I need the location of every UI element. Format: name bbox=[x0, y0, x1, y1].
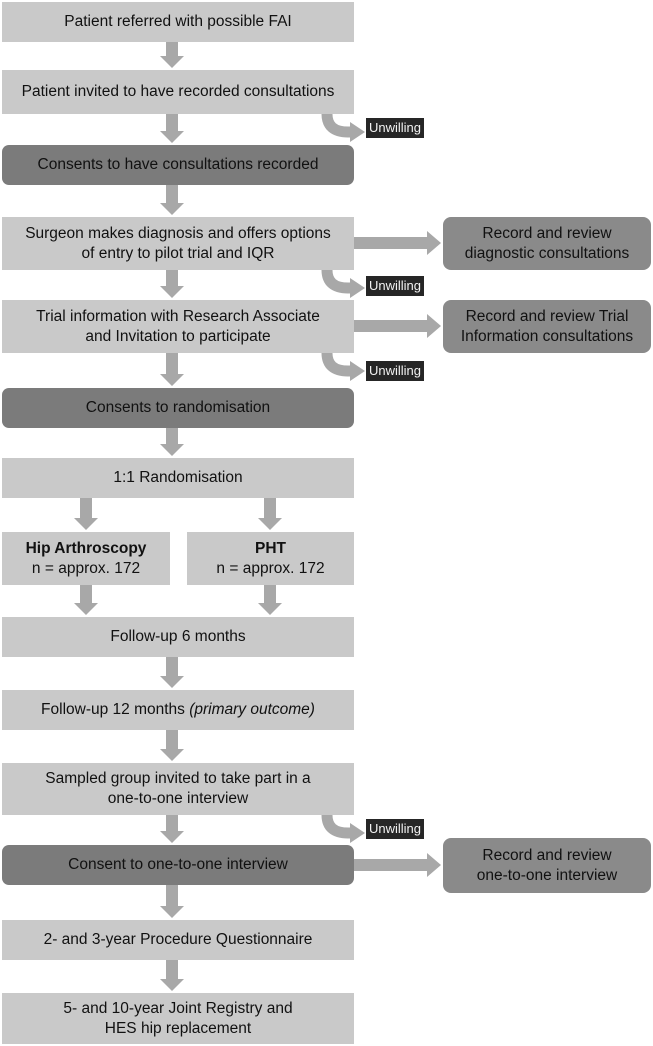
label: 1:1 Randomisation bbox=[113, 469, 243, 486]
arrow-right-icon bbox=[354, 231, 441, 255]
box-diagnosis: Surgeon makes diagnosis and offers optio… bbox=[2, 217, 354, 270]
box-questionnaire: 2- and 3-year Procedure Questionnaire bbox=[2, 920, 354, 960]
arrow-down-icon bbox=[160, 960, 184, 991]
arrow-down-icon bbox=[74, 498, 98, 530]
label: diagnostic consultations bbox=[464, 244, 630, 262]
arrow-head-icon bbox=[350, 361, 365, 381]
curved-arrow-icon bbox=[321, 352, 352, 377]
label: of entry to pilot trial and IQR bbox=[81, 244, 275, 262]
label: Surgeon makes diagnosis and offers optio… bbox=[25, 224, 331, 242]
label: and Invitation to participate bbox=[85, 327, 271, 345]
label-italic: (primary outcome) bbox=[189, 701, 315, 718]
label: Follow-up 12 months bbox=[41, 701, 190, 718]
label: Patient invited to have recorded consult… bbox=[21, 83, 335, 100]
box-randomisation: 1:1 Randomisation bbox=[2, 458, 354, 498]
curved-arrow-icon bbox=[321, 814, 352, 839]
arrow-down-icon bbox=[160, 185, 184, 215]
unwilling-label: Unwilling bbox=[366, 276, 425, 296]
label: Follow-up 6 months bbox=[110, 628, 246, 645]
label: 5- and 10-year Joint Registry and bbox=[63, 999, 293, 1017]
label: one-to-one interview bbox=[107, 790, 249, 807]
box-followup-12: Follow-up 12 months (primary outcome) bbox=[2, 690, 354, 730]
unwilling-label: Unwilling bbox=[366, 819, 425, 839]
box-referred: Patient referred with possible FAI bbox=[2, 2, 354, 42]
side-box-interview: Record and review one-to-one interview bbox=[443, 838, 651, 893]
label: 2- and 3-year Procedure Questionnaire bbox=[43, 931, 313, 948]
arrow-down-icon bbox=[258, 498, 282, 530]
arrow-down-icon bbox=[160, 114, 184, 143]
arrow-head-icon bbox=[350, 122, 365, 142]
arm-title: PHT bbox=[255, 539, 286, 557]
label: Patient referred with possible FAI bbox=[64, 13, 292, 30]
label: Consents to randomisation bbox=[85, 399, 271, 416]
label: Record and review bbox=[482, 224, 612, 242]
unwilling-label: Unwilling bbox=[366, 361, 425, 381]
box-arm-pht: PHT n = approx. 172 bbox=[187, 532, 354, 585]
box-consent-randomisation: Consents to randomisation bbox=[2, 388, 354, 428]
arrow-head-icon bbox=[350, 823, 365, 843]
arm-n: n = approx. 172 bbox=[216, 559, 325, 577]
arrow-right-icon bbox=[354, 314, 441, 338]
box-consent-interview: Consent to one-to-one interview bbox=[2, 845, 354, 885]
label: Sampled group invited to take part in a bbox=[45, 770, 311, 787]
box-sampled-group: Sampled group invited to take part in a o… bbox=[2, 763, 354, 815]
arrow-head-icon bbox=[350, 278, 365, 298]
curved-arrow-icon bbox=[321, 113, 352, 138]
label: Information consultations bbox=[460, 327, 634, 345]
box-consent-recorded: Consents to have consultations recorded bbox=[2, 145, 354, 185]
arrow-down-icon bbox=[160, 730, 184, 761]
arrow-down-icon bbox=[160, 885, 184, 918]
arrow-right-icon bbox=[354, 853, 441, 877]
arrow-down-icon bbox=[160, 428, 184, 456]
label: Consent to one-to-one interview bbox=[68, 856, 288, 873]
box-followup-6: Follow-up 6 months bbox=[2, 617, 354, 657]
unwilling-label: Unwilling bbox=[366, 118, 425, 138]
arrow-down-icon bbox=[160, 270, 184, 298]
label: one-to-one interview bbox=[476, 866, 618, 884]
arrow-down-icon bbox=[258, 585, 282, 615]
box-trial-info: Trial information with Research Associat… bbox=[2, 300, 354, 353]
curved-arrow-icon bbox=[321, 269, 352, 294]
arrow-down-icon bbox=[160, 353, 184, 386]
box-arm-hip-arthroscopy: Hip Arthroscopy n = approx. 172 bbox=[2, 532, 170, 585]
label: Consents to have consultations recorded bbox=[37, 156, 319, 173]
arrow-down-icon bbox=[160, 815, 184, 843]
label: Record and review Trial bbox=[465, 307, 629, 325]
label: Trial information with Research Associat… bbox=[36, 307, 320, 325]
arrow-down-icon bbox=[160, 42, 184, 68]
label: HES hip replacement bbox=[104, 1019, 252, 1037]
arm-n: n = approx. 172 bbox=[31, 559, 141, 577]
arm-title: Hip Arthroscopy bbox=[25, 539, 147, 557]
box-invited: Patient invited to have recorded consult… bbox=[2, 70, 354, 114]
side-box-diagnostic: Record and review diagnostic consultation… bbox=[443, 217, 651, 270]
label: Record and review bbox=[482, 846, 612, 864]
arrow-down-icon bbox=[160, 657, 184, 688]
arrow-down-icon bbox=[74, 585, 98, 615]
